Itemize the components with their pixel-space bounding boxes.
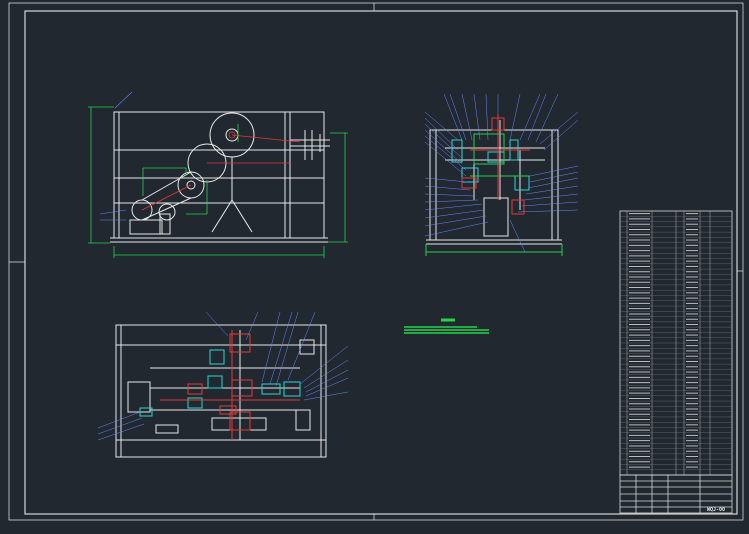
drawing-number: WQJ-00	[707, 507, 725, 513]
parts-list	[619, 210, 733, 476]
side-view	[424, 93, 579, 256]
front-view	[88, 91, 348, 258]
sheet-frame	[8, 2, 744, 521]
top-view	[97, 311, 349, 458]
title-block	[619, 474, 733, 514]
technical-notes	[404, 318, 489, 334]
